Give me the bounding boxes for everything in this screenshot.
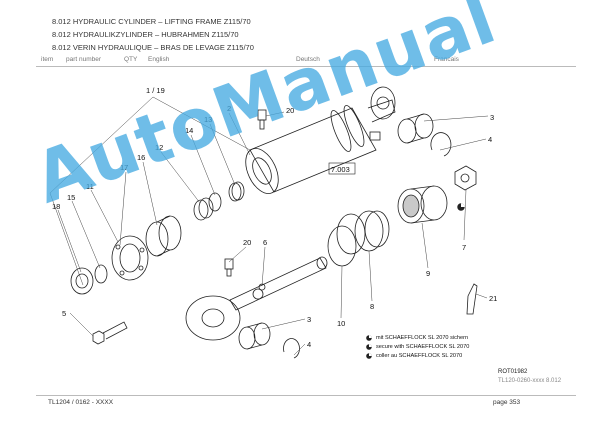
callout-2: 2 [227, 104, 231, 113]
label-21 [466, 283, 478, 315]
nut-18 [70, 267, 94, 295]
callout-3-bottom: 3 [307, 315, 311, 324]
cylinder-barrel [245, 86, 396, 194]
callout-16: 16 [137, 153, 145, 162]
callout-14: 14 [185, 126, 193, 135]
legend-french: coller au SCHAEFFLOCK SL 2070 [376, 353, 463, 359]
header-rule [36, 66, 576, 67]
callout-4-bottom: 4 [307, 340, 311, 349]
callout-3-top: 3 [490, 113, 494, 122]
cylinder-head [327, 210, 390, 267]
title-french: 8.012 VERIN HYDRAULIQUE – BRAS DE LEVAGE… [52, 43, 254, 52]
callout-5: 5 [62, 309, 66, 318]
title-english: 8.012 HYDRAULIC CYLINDER – LIFTING FRAME… [52, 17, 251, 26]
column-deutsch: Deutsch [296, 56, 320, 63]
callout-21: 21 [489, 294, 497, 303]
ring-13 [228, 181, 245, 202]
grease-nipple-top [257, 109, 267, 130]
footer-rule [36, 395, 576, 396]
callout-4-top: 4 [488, 135, 492, 144]
lock-compound-icon [457, 203, 465, 211]
lock-compound-icon [366, 335, 372, 341]
callout-18: 18 [52, 202, 60, 211]
callout-9: 9 [426, 269, 430, 278]
legend-german: mit SCHAEFFLOCK SL 2070 sichern [376, 335, 469, 341]
callout-7: 7 [462, 243, 466, 252]
lock-compound-icon [366, 353, 372, 359]
gland [145, 215, 182, 257]
callout-20-bottom: 20 [243, 238, 251, 247]
bearing-bottom [238, 322, 271, 350]
piston [397, 185, 448, 224]
callout-17: 17 [120, 163, 128, 172]
drawing-code: TL120-0260-xxxx 8.012 [498, 378, 562, 384]
title-german: 8.012 HYDRAULIKZYLINDER – HUBRAHMEN Z115… [52, 30, 239, 39]
seal-12 [193, 197, 214, 221]
footer-document-number: TL1204 / 0162 - XXXX [48, 399, 114, 406]
circlip-bottom [283, 338, 300, 359]
leader-lines [49, 96, 489, 356]
bearing-top [397, 113, 434, 144]
callout-15: 15 [67, 193, 75, 202]
cylinder-head-11 [111, 235, 149, 281]
callout-13: 13 [204, 115, 212, 124]
rod-eye [185, 295, 241, 341]
callout-7003: 7.003 [331, 165, 350, 174]
callout-10: 10 [337, 319, 345, 328]
reference-box [328, 162, 356, 175]
column-english: English [148, 56, 170, 63]
callout-11: 11 [86, 182, 94, 191]
lock-compound-icon [366, 344, 372, 350]
callout-6: 6 [263, 238, 267, 247]
piston-rod [229, 256, 328, 311]
nut [454, 165, 477, 191]
seal-15 [94, 264, 108, 284]
callout-1-19: 1 / 19 [146, 86, 165, 95]
legend-english: secure with SCHAEFFLOCK SL 2070 [376, 344, 470, 350]
grease-nipple-bottom [224, 258, 234, 277]
ring-14 [208, 192, 222, 212]
bolt-5 [92, 321, 128, 345]
drawing-reference: ROT01982 [498, 369, 528, 375]
column-francais: Francais [434, 56, 459, 63]
column-part-number: part number [66, 56, 102, 63]
callout-12: 12 [155, 143, 163, 152]
column-qty: QTY [124, 56, 138, 63]
column-item: item [41, 56, 54, 63]
footer-page-number: page 353 [493, 399, 521, 406]
callout-8: 8 [370, 302, 374, 311]
callout-20-top: 20 [286, 106, 294, 115]
circlip-top [430, 132, 452, 157]
